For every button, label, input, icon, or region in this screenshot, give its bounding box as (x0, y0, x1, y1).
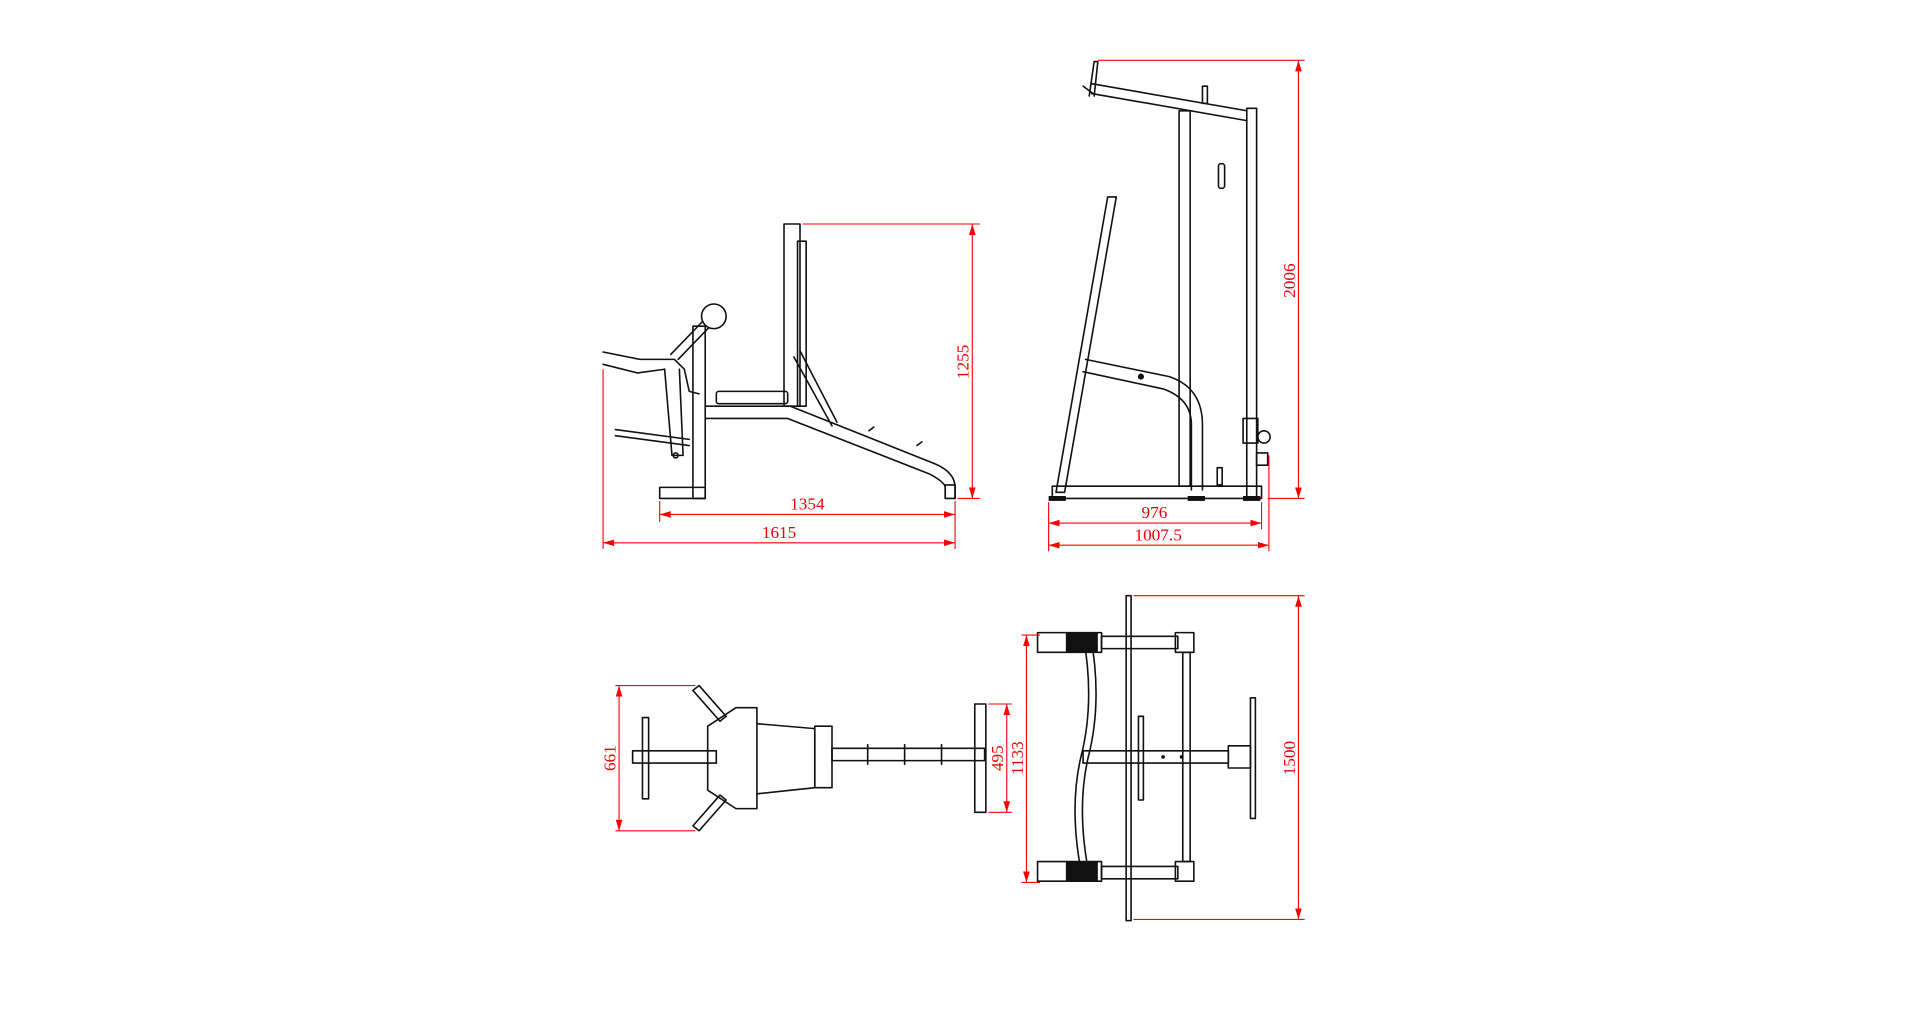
dim-rack-inner-width: 1133 (1008, 741, 1027, 775)
dim-bench-overall-length: 1615 (762, 523, 796, 542)
dim-bench-foot-width: 495 (988, 745, 1007, 771)
dim-rack-overall-width: 1500 (1280, 741, 1299, 775)
rack-side-view (1048, 60, 1271, 501)
dim-rack-height: 2006 (1280, 263, 1299, 298)
dim-rack-base-depth: 976 (1142, 503, 1168, 522)
dim-rack-overall-depth: 1007.5 (1134, 525, 1181, 544)
bench-top-view (631, 684, 987, 832)
dim-bench-width: 661 (600, 745, 619, 771)
rack-top-view (1036, 594, 1257, 922)
bench-side-dimensions: 1255 1354 1615 (602, 223, 980, 549)
bench-top-dimensions: 661 495 (600, 684, 1012, 832)
dim-bench-height: 1255 (954, 345, 973, 379)
dim-bench-base-length: 1354 (790, 495, 825, 514)
rack-top-dimensions: 1133 1500 (1008, 595, 1305, 920)
rack-side-dimensions: 2006 976 1007.5 (1048, 59, 1305, 552)
bench-side-view (602, 223, 956, 500)
